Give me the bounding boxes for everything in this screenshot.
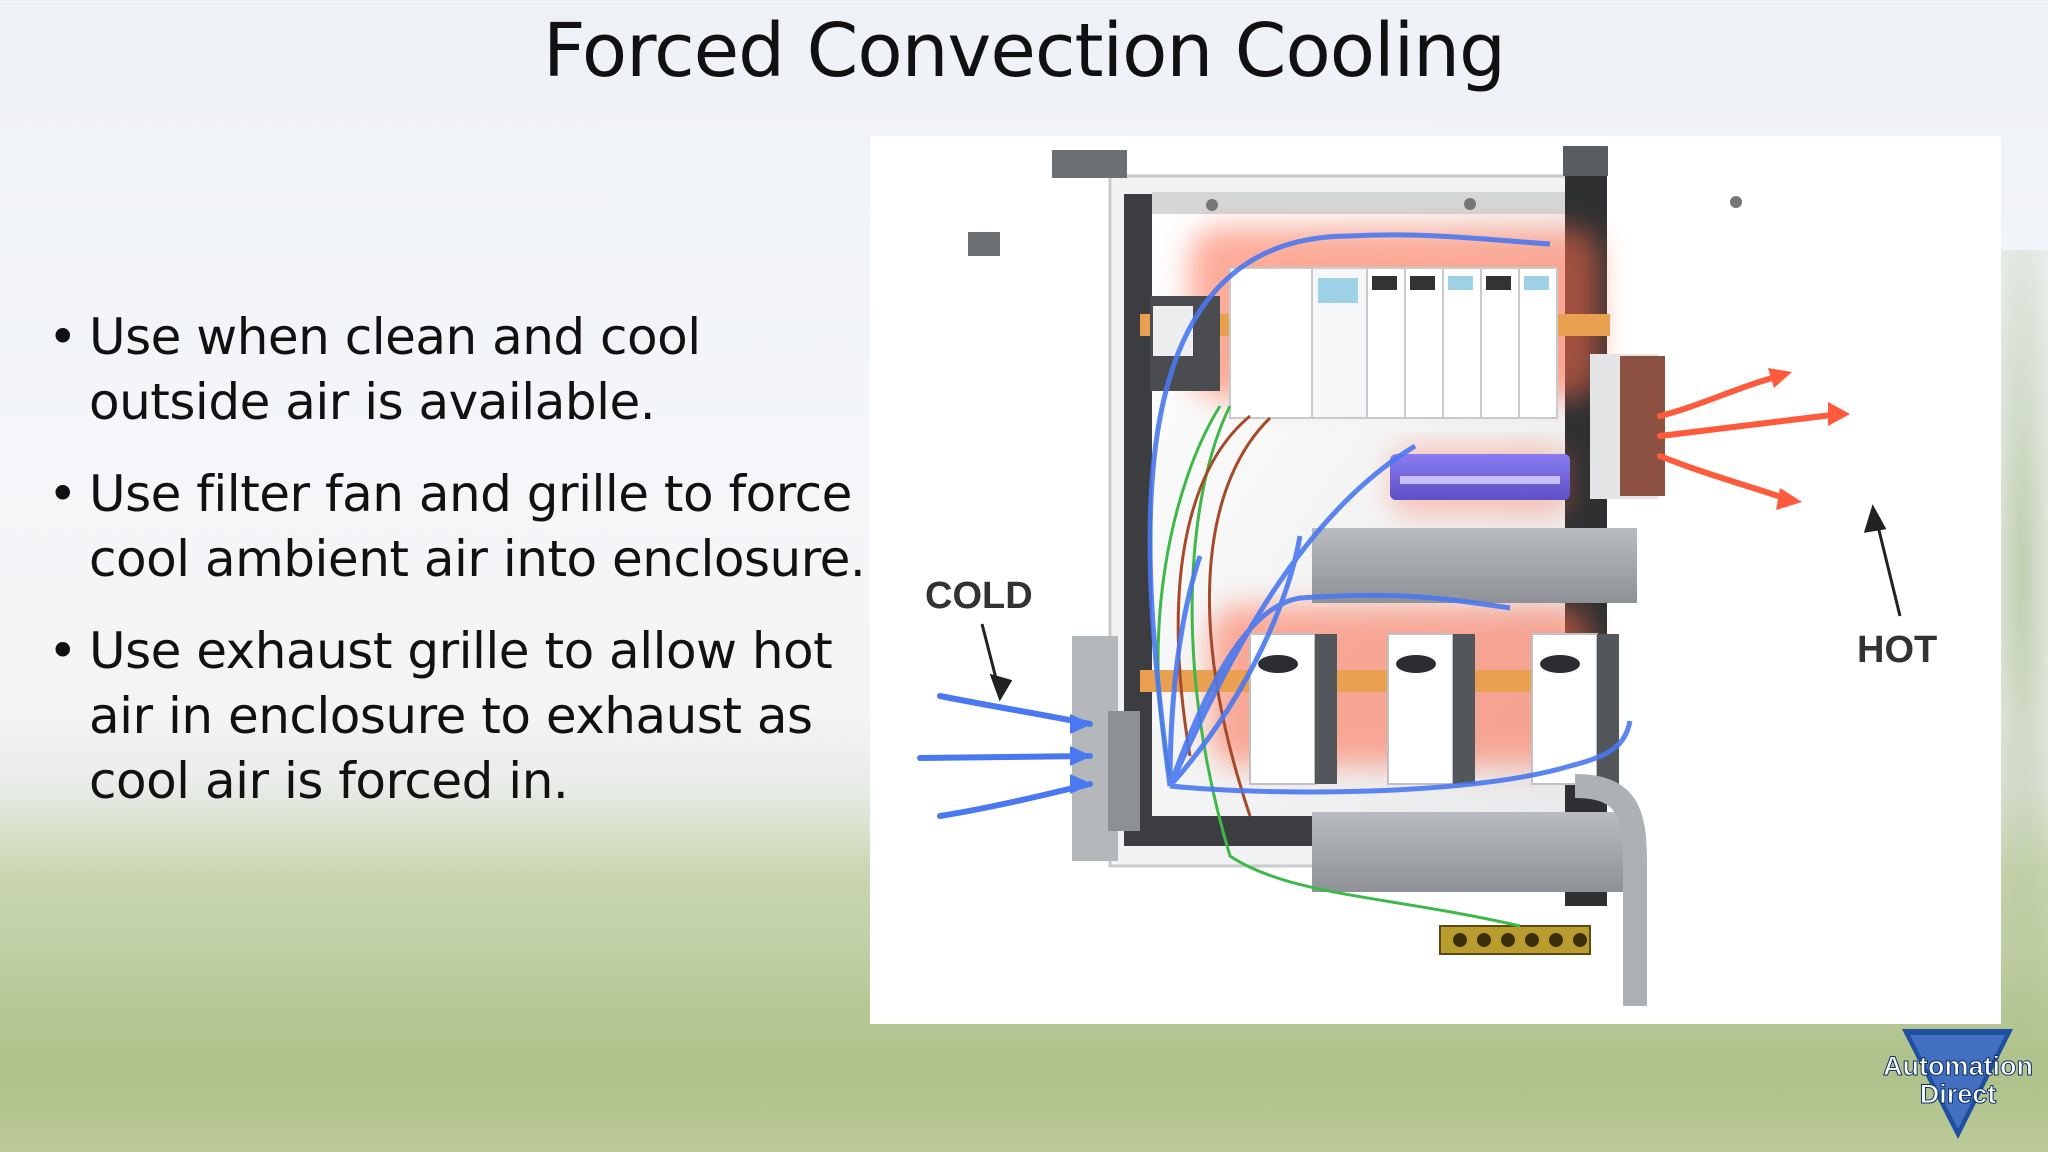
cold-label: COLD (925, 575, 1033, 617)
label-pointers (980, 504, 1902, 702)
bullet-text: Use filter fan and grille to force cool … (89, 465, 866, 588)
bullet-text: Use exhaust grille to allow hot air in e… (89, 622, 833, 810)
bullet-dot: • (48, 308, 78, 366)
automation-direct-logo: Automation Direct (1883, 1029, 2033, 1139)
terminal-block (1390, 454, 1570, 500)
wire-ducts (1312, 528, 1637, 892)
logo-line1: Automation (1883, 1051, 2033, 1081)
hot-label: HOT (1857, 629, 1937, 671)
exhaust-grille (1590, 354, 1665, 499)
hot-arrowheads (1768, 368, 1850, 510)
bullet-text: Use when clean and cool outside air is a… (89, 308, 701, 431)
enclosure-diagram: COLD HOT (870, 136, 2001, 1024)
bullet-item: • Use filter fan and grille to force coo… (48, 462, 868, 592)
bullet-item: • Use exhaust grille to allow hot air in… (48, 619, 868, 814)
cold-airflow-internal (1147, 232, 1633, 795)
intake-fan-grille (1072, 636, 1140, 861)
wiring (1156, 405, 1521, 928)
plc-rack (1150, 267, 1558, 419)
ground-bar (1439, 925, 1591, 955)
bullet-item: • Use when clean and cool outside air is… (48, 305, 868, 435)
hot-exhaust-arrows (1657, 373, 1843, 503)
cold-arrowheads (1070, 714, 1092, 794)
motor-drives (1249, 633, 1619, 785)
slide-title: Forced Convection Cooling (542, 8, 1506, 94)
logo-line2: Direct (1920, 1079, 1997, 1109)
cold-intake-arrows (917, 693, 1093, 819)
bullet-dot: • (48, 622, 78, 680)
conduit-pipe (1574, 774, 1647, 1006)
enclosure-illustration: COLD HOT (917, 146, 1937, 1006)
bullet-list: • Use when clean and cool outside air is… (48, 305, 868, 841)
bullet-dot: • (48, 465, 78, 523)
